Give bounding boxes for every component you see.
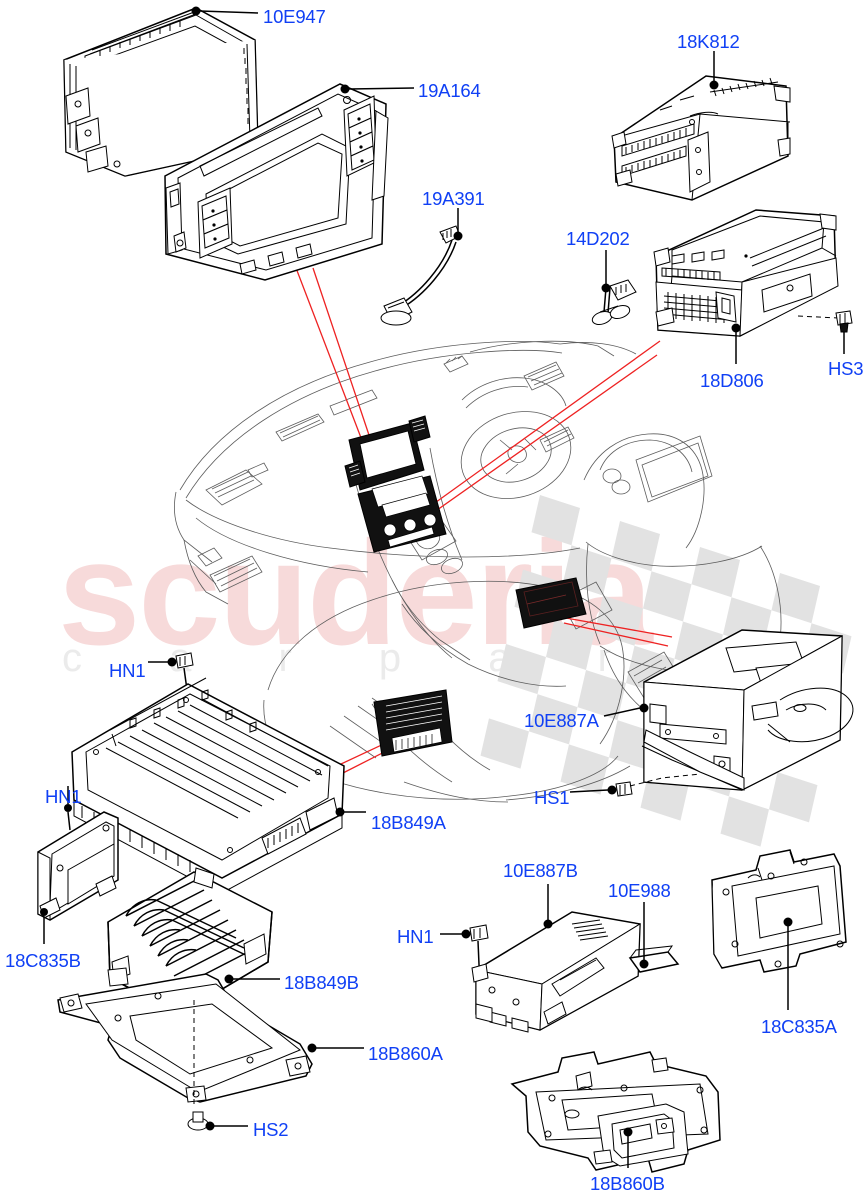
part-label-cd-dvd-player-unit[interactable]: 18D806 bbox=[700, 370, 764, 391]
installed-centre-stack bbox=[357, 475, 447, 553]
part-label-telematics-control-unit[interactable]: 10E887B bbox=[503, 860, 578, 881]
leader-19A164 bbox=[340, 84, 415, 94]
part-18K812-audio-amplifier-unit bbox=[611, 75, 791, 201]
part-10E947-touch-screen-display bbox=[63, 7, 259, 177]
part-label-touch-screen-display[interactable]: 10E947 bbox=[263, 6, 326, 27]
part-HN1-nut-right bbox=[440, 924, 489, 989]
leader-18K812 bbox=[709, 51, 719, 90]
part-label-mounting-bracket-c835b[interactable]: 18C835B bbox=[5, 950, 81, 971]
part-18C835A-mounting-bracket bbox=[711, 849, 847, 973]
part-label-screw-hs2[interactable]: HS2 bbox=[253, 1119, 289, 1140]
leader-10E887A bbox=[603, 703, 649, 717]
part-label-front-control-interface-module[interactable]: 19A164 bbox=[418, 80, 481, 101]
part-label-wiring-harness-bracket[interactable]: 14D202 bbox=[566, 228, 630, 249]
leader-10E887B bbox=[543, 884, 553, 929]
installed-head-unit bbox=[344, 415, 431, 491]
leader-18B849B bbox=[224, 974, 280, 984]
part-18B860B-mounting-tray bbox=[510, 1051, 721, 1173]
installed-amplifier bbox=[373, 689, 453, 757]
part-label-mounting-tray-860b[interactable]: 18B860B bbox=[590, 1173, 665, 1194]
part-label-nut-hn1-left[interactable]: HN1 bbox=[45, 786, 82, 807]
part-14D202-wiring-harness-bracket bbox=[591, 279, 637, 325]
part-label-sim-card[interactable]: 10E988 bbox=[608, 880, 671, 901]
part-19A164-front-control-interface-module bbox=[164, 83, 389, 281]
part-label-gps-antenna-module[interactable]: 19A391 bbox=[422, 188, 485, 209]
part-10E887A-dvd-media-player-unit bbox=[641, 629, 854, 791]
part-label-dvd-media-player-unit[interactable]: 10E887A bbox=[524, 710, 599, 731]
part-10E887B-telematics-control-unit bbox=[471, 911, 641, 1033]
leader-18D806 bbox=[731, 323, 741, 364]
part-label-nut-hn1-right[interactable]: HN1 bbox=[397, 926, 434, 947]
part-label-screw-hs1[interactable]: HS1 bbox=[534, 787, 570, 808]
part-label-audio-amplifier-unit[interactable]: 18K812 bbox=[677, 31, 740, 52]
part-label-mounting-bracket-c835a[interactable]: 18C835A bbox=[761, 1016, 837, 1037]
part-18C835B-mounting-bracket bbox=[37, 811, 119, 944]
part-HN1-nut-upper bbox=[148, 652, 194, 691]
leader-18B860A bbox=[307, 1043, 364, 1053]
part-18B860A-mounting-tray bbox=[57, 967, 313, 1106]
leader-19A391 bbox=[453, 208, 463, 241]
leader-14D202 bbox=[601, 250, 611, 293]
part-label-mounting-tray-860a[interactable]: 18B860A bbox=[368, 1043, 443, 1064]
part-label-screw-hs3[interactable]: HS3 bbox=[828, 358, 864, 379]
part-HS2-screw bbox=[187, 1111, 248, 1131]
leader-18B849A bbox=[335, 807, 366, 817]
installed-rear-module bbox=[515, 577, 587, 629]
part-HN1-nut-left bbox=[64, 786, 72, 831]
part-label-amplifier-module-a[interactable]: 18B849A bbox=[371, 812, 446, 833]
part-label-amplifier-module-b[interactable]: 18B849B bbox=[284, 972, 359, 993]
part-10E988-sim-card bbox=[628, 902, 680, 973]
part-19A391-gps-antenna-module bbox=[380, 225, 461, 326]
leader-10E947 bbox=[191, 6, 259, 16]
part-HS3-screw bbox=[797, 310, 853, 354]
part-HS1-screw bbox=[569, 773, 701, 797]
part-18B849A-amplifier-module-a bbox=[71, 677, 345, 895]
leader-18C835A bbox=[783, 917, 793, 1010]
leader-18B860B bbox=[623, 1127, 633, 1168]
part-18D806-cd-dvd-player-unit bbox=[653, 209, 839, 337]
part-label-nut-hn1-upper[interactable]: HN1 bbox=[109, 660, 146, 681]
